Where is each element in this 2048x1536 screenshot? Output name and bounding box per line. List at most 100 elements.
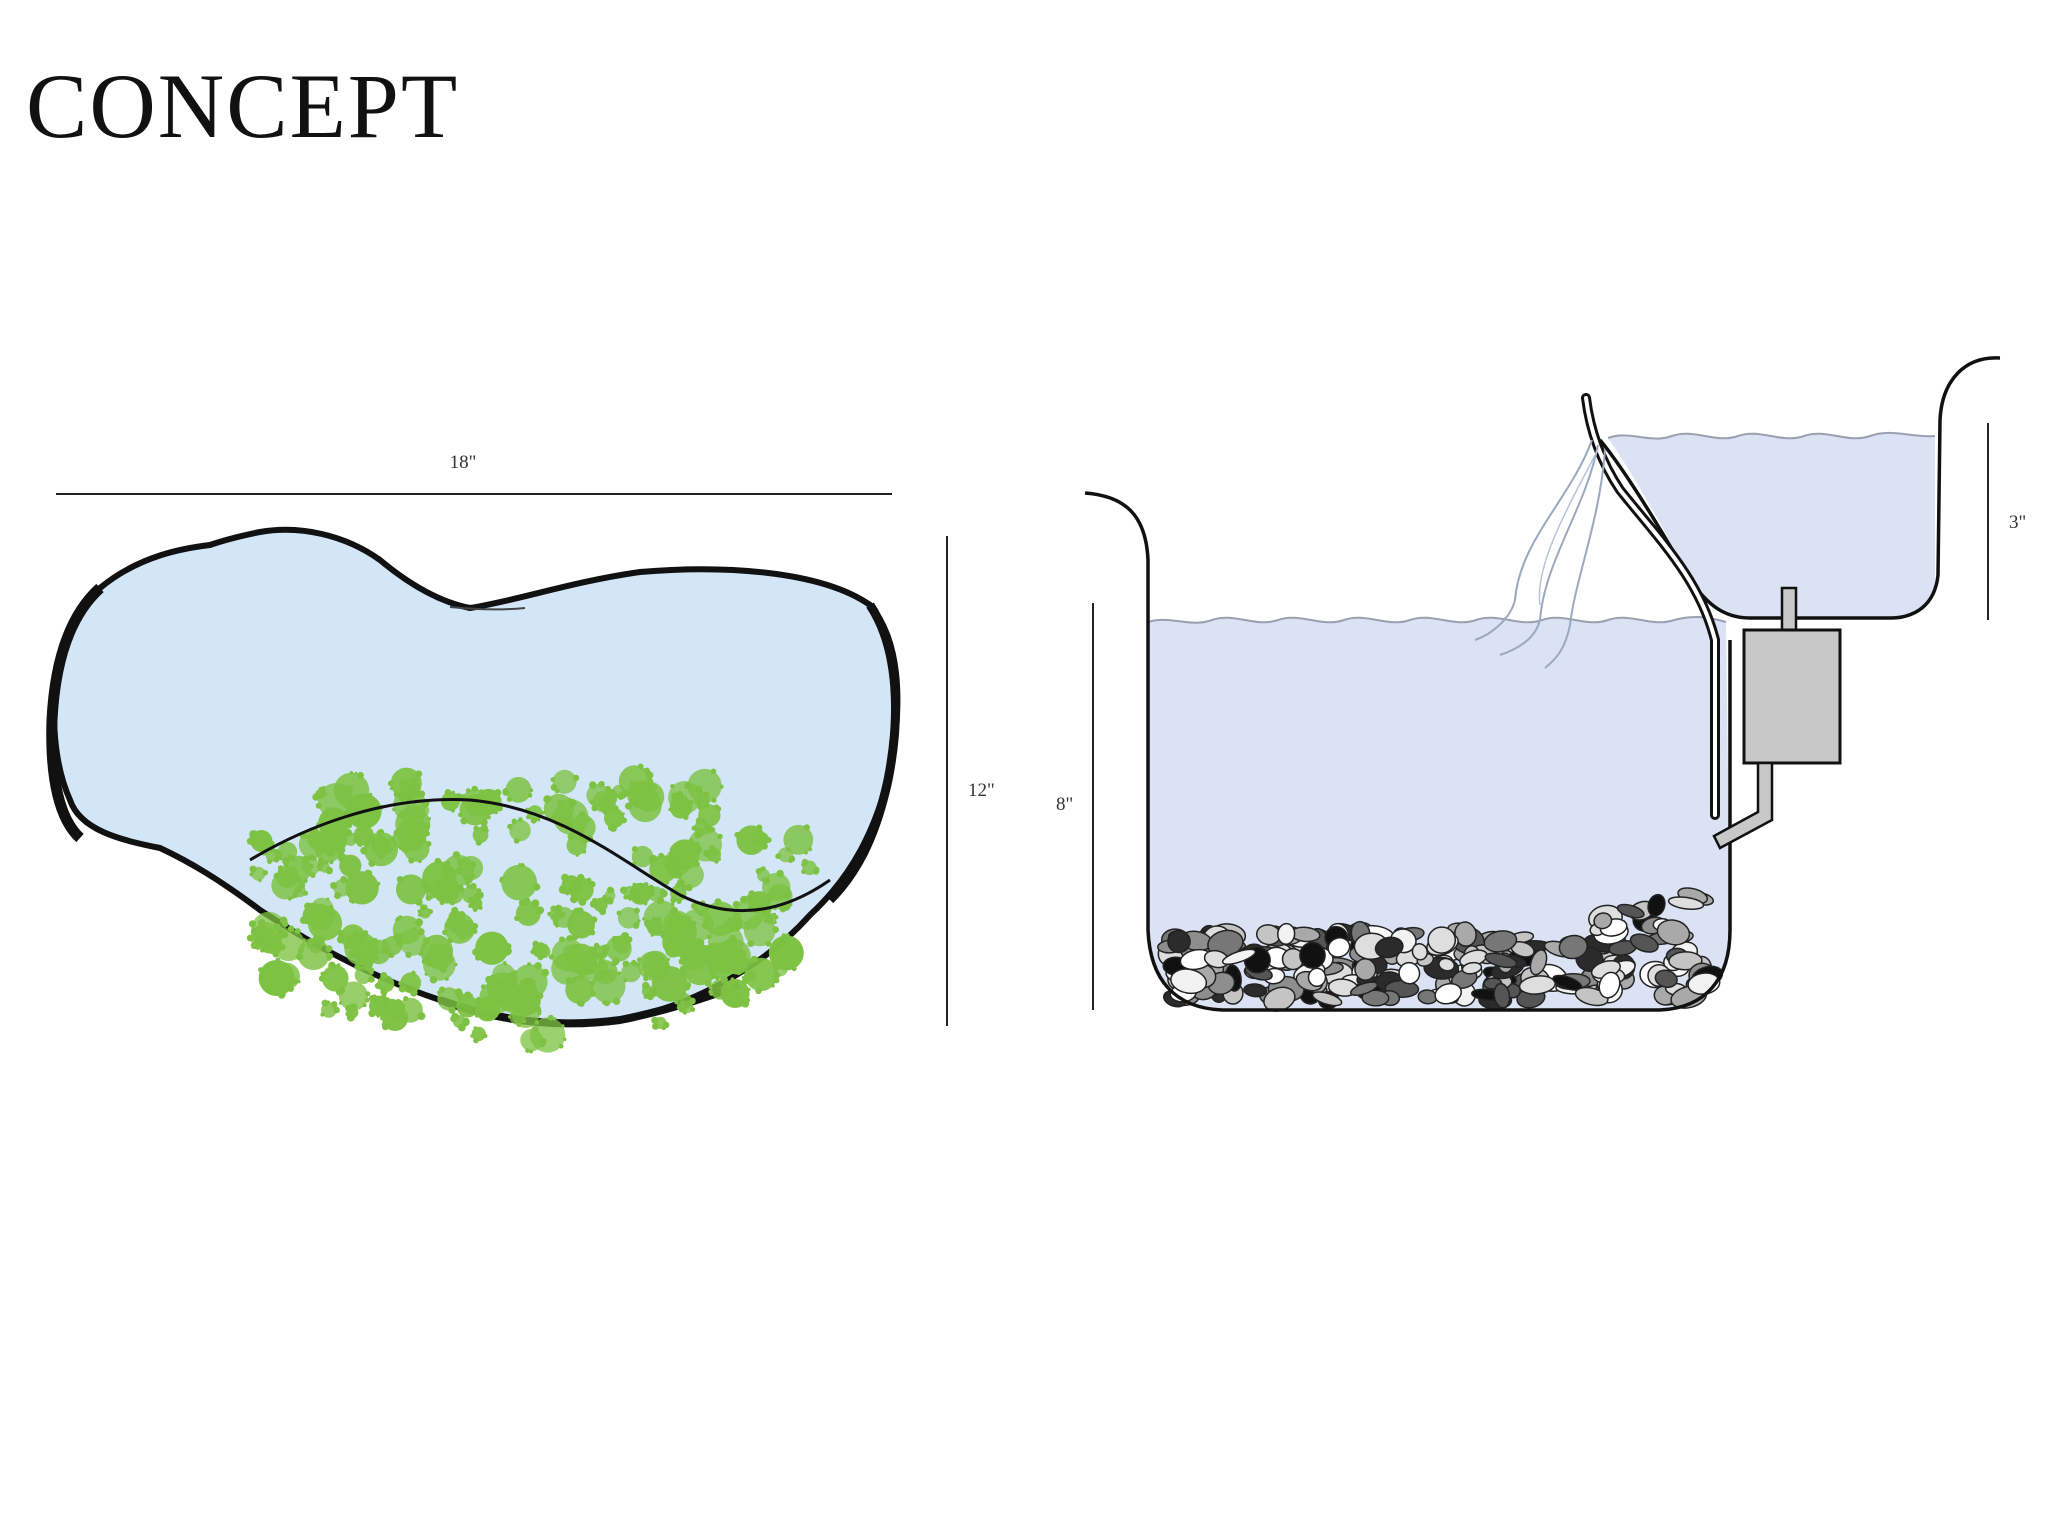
plant-blob (708, 976, 733, 1000)
plant-blob (801, 858, 820, 876)
pond-outline-thick-right (826, 602, 900, 904)
plant-blob (336, 981, 371, 1011)
plant-blob (502, 776, 534, 803)
plant-blob (691, 817, 712, 839)
pebble (1434, 982, 1462, 1005)
plant-blob (353, 822, 377, 848)
plant-blob (743, 914, 779, 947)
plant-blob (392, 915, 425, 945)
pebble (1483, 930, 1518, 953)
pebble (1438, 957, 1456, 972)
plant-blob (456, 991, 481, 1018)
tank-wave-line (1147, 615, 1727, 624)
upper-basin-outline (1598, 356, 2001, 620)
pebble (1311, 991, 1343, 1007)
plant-blob (621, 959, 641, 983)
plant-blob (558, 873, 581, 896)
pebble (1598, 971, 1621, 999)
plant-blob (723, 988, 743, 1008)
plant-blob (301, 854, 323, 878)
plant-blob (472, 931, 512, 965)
plant-blob (374, 972, 395, 996)
plant-blob (378, 997, 403, 1021)
pebble (1427, 926, 1457, 954)
plant-blob (316, 806, 353, 841)
pebble (1656, 919, 1691, 946)
plant-blob (450, 1012, 470, 1032)
plant-blob (274, 842, 298, 865)
gravel-bed (1157, 887, 1724, 1012)
pebble (1221, 948, 1257, 965)
plant-blob (265, 846, 280, 865)
pebble (1558, 934, 1588, 960)
plant-blob (768, 933, 804, 972)
plant-blob (610, 784, 627, 800)
pebble (1411, 943, 1428, 961)
plant-blob (507, 1006, 527, 1027)
plant-blob (462, 882, 484, 906)
plant-blob (674, 991, 696, 1010)
pond-notch (449, 606, 526, 611)
water-stream-2 (1499, 444, 1599, 656)
upper-basin-height-dimension-label: 3" (2009, 512, 2026, 533)
plant-blob (470, 1026, 488, 1044)
plant-blob (270, 925, 306, 962)
pond-outline-thick-left (46, 583, 104, 843)
water-stream-4 (1538, 449, 1599, 606)
pebble (1327, 937, 1351, 958)
pebble (1484, 952, 1518, 969)
plant-blob (651, 1016, 670, 1031)
plant-blob (604, 805, 627, 832)
plant-blob (472, 824, 489, 846)
plant-blob (455, 855, 484, 884)
plant-blob (680, 939, 710, 970)
plant-blob (533, 942, 551, 961)
upper-basin-wave-line (1607, 431, 1936, 440)
pebble (1307, 967, 1327, 988)
plant-blob (602, 935, 632, 966)
pebble (1529, 949, 1548, 976)
plant-blob (755, 866, 770, 885)
plant-blob (636, 951, 668, 982)
plant-blob (345, 869, 381, 905)
plant-blob (547, 905, 566, 924)
pebble (1167, 929, 1191, 954)
pump-outlet-pipe (1780, 586, 1798, 632)
water-stream-1 (1474, 439, 1593, 641)
plants-cluster (246, 763, 820, 1054)
pond-shelf-line (249, 798, 831, 913)
plant-blob (507, 817, 531, 844)
plant-blob (474, 994, 501, 1022)
plant-blob (783, 824, 814, 855)
pebble (1374, 936, 1404, 959)
pebble (1654, 969, 1678, 989)
plant-blob (423, 943, 453, 974)
pebble (1493, 982, 1511, 1009)
pebble (1361, 989, 1390, 1007)
pebble (1299, 941, 1326, 969)
plant-blob (663, 906, 691, 942)
pebble (1647, 893, 1666, 917)
plant-blob (589, 896, 610, 916)
plant-blob (330, 876, 353, 900)
plant-blob (258, 957, 298, 999)
plant-blob (417, 904, 434, 919)
tank-water (1148, 616, 1730, 1010)
plant-blob (588, 969, 626, 1007)
plant-blob (520, 1026, 547, 1054)
plant-blob (395, 804, 431, 845)
pump-tube-inner (1584, 396, 1717, 817)
top-view: 18" 12" (46, 452, 995, 1054)
pebble (1349, 981, 1379, 997)
plant-blob (707, 921, 744, 962)
plant-blob (344, 930, 380, 966)
depth-dimension-label: 12" (968, 780, 995, 801)
pebble (1461, 961, 1483, 975)
plant-blob (371, 833, 394, 860)
plant-blob (320, 999, 340, 1018)
plant-blob (307, 903, 343, 944)
plant-blob (249, 865, 268, 883)
plant-blob (567, 907, 598, 941)
plant-blob (550, 769, 580, 794)
pebble (1170, 968, 1208, 995)
